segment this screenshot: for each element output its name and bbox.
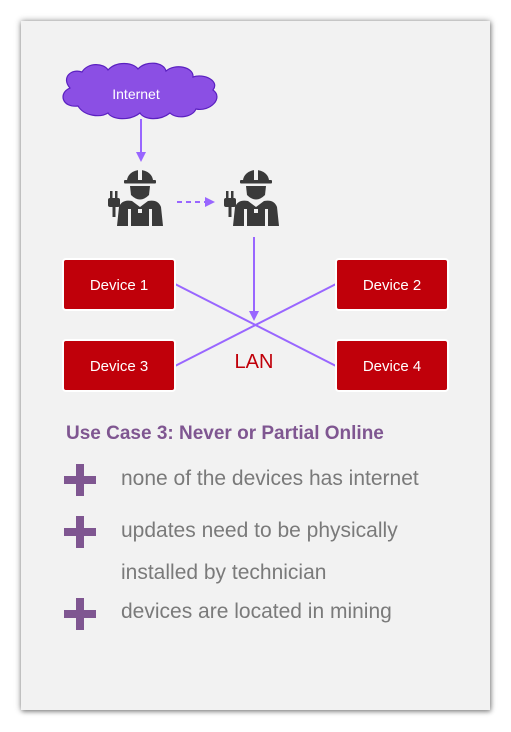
device-label: Device 1	[90, 277, 148, 294]
lan-link	[174, 283, 337, 367]
cloud-label: Internet	[112, 86, 160, 102]
bullet-text: installed by technician	[121, 561, 327, 584]
bullet-text: updates need to be physically	[121, 519, 398, 542]
plus-icon	[64, 598, 96, 630]
use-case-title: Use Case 3: Never or Partial Online	[66, 423, 384, 444]
device-box: Device 4	[335, 339, 449, 392]
technician-icon	[108, 170, 163, 226]
bullet-text: devices are located in mining	[121, 600, 392, 623]
lan-label: LAN	[235, 351, 274, 373]
device-label: Device 3	[90, 358, 148, 375]
device-box: Device 3	[62, 339, 176, 392]
device-label: Device 2	[363, 277, 421, 294]
device-box: Device 1	[62, 258, 176, 311]
internet-cloud	[62, 62, 218, 120]
plus-icon	[64, 464, 96, 496]
technician-icon	[224, 170, 279, 226]
plus-icon	[64, 516, 96, 548]
device-label: Device 4	[363, 358, 421, 375]
network-diagram: Internet Device 1 Device 2 Device 3 Devi…	[62, 62, 449, 392]
bullet-text: none of the devices has internet	[121, 467, 419, 490]
device-box: Device 2	[335, 258, 449, 311]
